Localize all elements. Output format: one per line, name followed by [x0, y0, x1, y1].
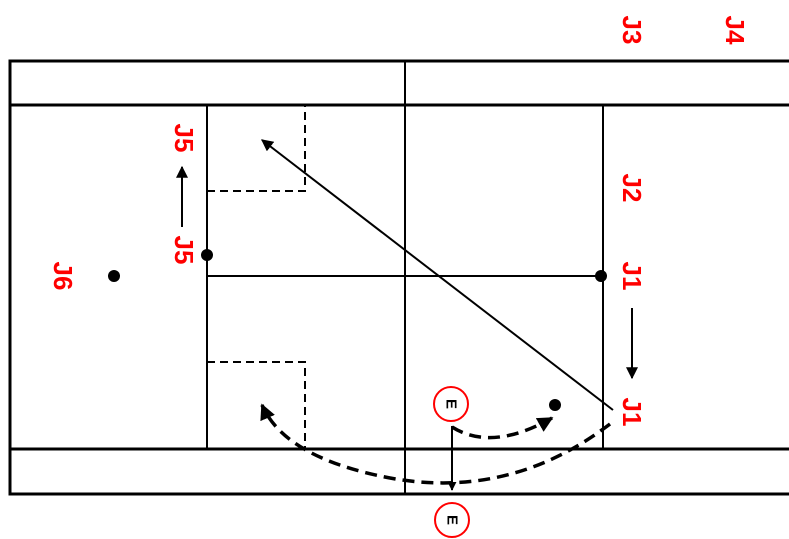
coach-markers: E E — [433, 386, 470, 538]
label-j4: J4 — [720, 16, 750, 45]
player-dot-j5 — [201, 249, 213, 261]
coach-marker-top: E — [433, 386, 469, 422]
label-j5-bottom: J5 — [169, 236, 199, 265]
dashed-zone-top — [207, 105, 306, 192]
court-outer-boundary — [8, 59, 789, 496]
player-dot-j6 — [108, 270, 120, 282]
coach-label-bottom: E — [444, 515, 461, 525]
label-j6: J6 — [48, 262, 78, 291]
coach-marker-bottom: E — [434, 502, 470, 538]
attack-diagonal-arrow — [261, 139, 614, 411]
label-j3: J3 — [617, 16, 647, 45]
long-dashed-arrow — [260, 403, 612, 485]
coach-label-top: E — [443, 399, 460, 409]
ball-target-dot — [549, 399, 561, 411]
player-labels: J3 J4 J5 J5 J6 J2 J1 J1 — [48, 16, 750, 427]
label-j1-bottom: J1 — [617, 398, 647, 427]
label-j2: J2 — [617, 174, 647, 203]
label-j1-top: J1 — [617, 262, 647, 291]
player-dot-j1 — [595, 270, 607, 282]
label-j5-top: J5 — [169, 124, 199, 153]
player-markers — [108, 249, 607, 411]
movement-arrows — [176, 139, 638, 491]
coach-short-dashed-arrow — [451, 416, 554, 440]
dashed-zones — [207, 105, 306, 449]
court-lines — [8, 59, 789, 496]
dashed-zone-bottom — [207, 361, 306, 449]
